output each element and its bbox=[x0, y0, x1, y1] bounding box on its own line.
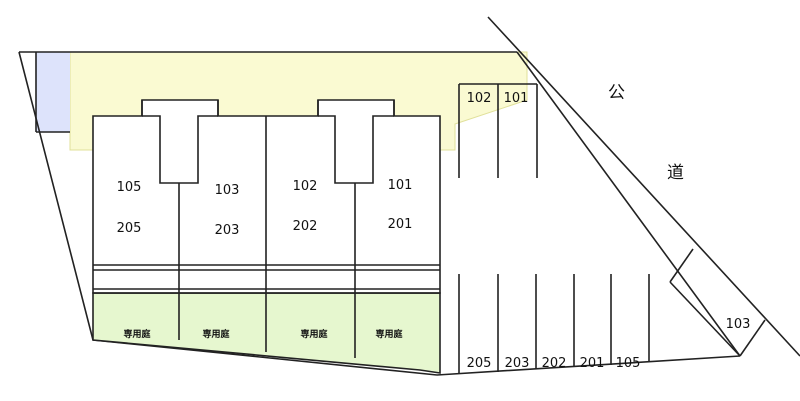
parking-space-label: 101 bbox=[504, 91, 529, 106]
unit-number-upper: 103 bbox=[215, 183, 240, 198]
parking-space-label: 201 bbox=[580, 356, 605, 371]
parking-space-label: 205 bbox=[467, 356, 492, 371]
garden-label: 専用庭 bbox=[123, 328, 151, 340]
unit-number-lower: 203 bbox=[215, 223, 240, 238]
parking-space-label: 103 bbox=[726, 317, 751, 332]
building-dividers bbox=[93, 100, 440, 358]
unit-number-upper: 105 bbox=[117, 180, 142, 195]
garden-labels: 専用庭 専用庭 専用庭 専用庭 bbox=[123, 328, 403, 340]
parking-lot-top bbox=[458, 83, 538, 178]
parking-space-label: 105 bbox=[616, 356, 641, 371]
storage-area bbox=[36, 52, 70, 132]
parking-space-label: 202 bbox=[542, 356, 567, 371]
garden-label: 専用庭 bbox=[202, 328, 230, 340]
road-label-1: 公 bbox=[608, 83, 625, 103]
garden-label: 専用庭 bbox=[300, 328, 328, 340]
unit-number-upper: 102 bbox=[293, 179, 318, 194]
unit-labels: 105 205 103 203 102 202 101 201 bbox=[117, 178, 413, 238]
parking-labels: 102 101 205 203 202 201 105 103 bbox=[467, 91, 751, 371]
unit-number-lower: 202 bbox=[293, 219, 318, 234]
unit-number-lower: 205 bbox=[117, 221, 142, 236]
parking-space-label: 102 bbox=[467, 91, 492, 106]
parking-lot-bottom bbox=[458, 274, 650, 374]
garden-label: 専用庭 bbox=[375, 328, 403, 340]
road-edge bbox=[516, 51, 741, 357]
road-edge bbox=[487, 16, 800, 357]
road-label-2: 道 bbox=[667, 163, 684, 183]
site-boundary bbox=[18, 51, 741, 376]
unit-number-upper: 101 bbox=[388, 178, 413, 193]
parking-space-label: 203 bbox=[505, 356, 530, 371]
parking-lot-diagonal bbox=[669, 248, 766, 357]
unit-number-lower: 201 bbox=[388, 217, 413, 232]
